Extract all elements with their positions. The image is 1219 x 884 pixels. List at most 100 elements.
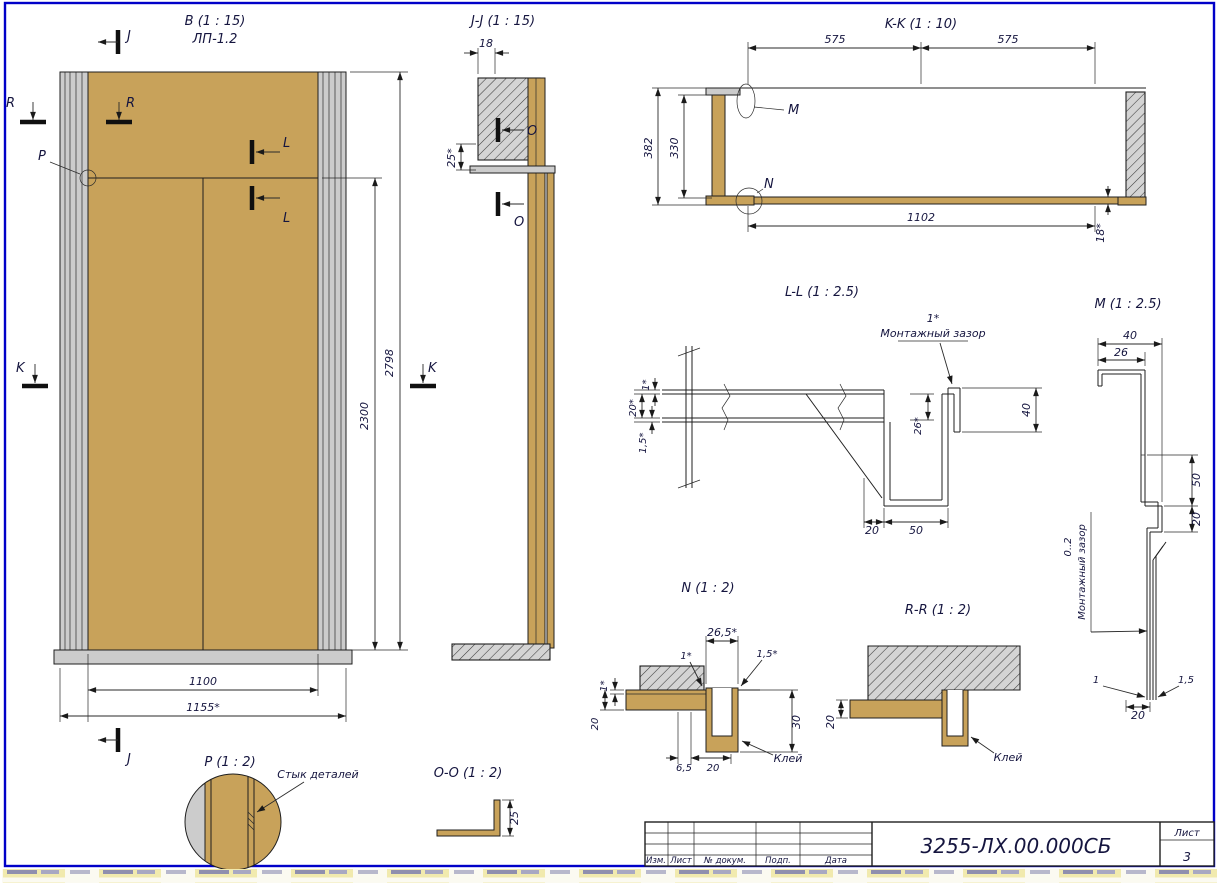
detail-p-title: P (1 : 2) <box>204 755 255 770</box>
dim-label: 1* <box>680 651 691 662</box>
dim-label: 575 <box>825 33 846 46</box>
section-marker-k: K <box>428 361 438 376</box>
section-marker-k: K <box>16 361 26 376</box>
dim-label: 1,5 <box>1178 675 1194 686</box>
section-rr: R-R (1 : 2) 20 Клей <box>824 603 1022 764</box>
dim-label: 1 <box>1093 675 1099 686</box>
leaf-plan-section <box>753 196 1121 205</box>
dim-label: 20 <box>707 763 720 774</box>
dim-label: 2798 <box>383 349 396 377</box>
sill-section <box>451 643 551 661</box>
wall-section <box>1125 91 1146 203</box>
dim-label: 26,5* <box>707 626 737 639</box>
angle-profile <box>436 799 501 837</box>
sheet-number: 3 <box>1183 849 1191 864</box>
dim-label: 18 <box>479 37 493 50</box>
column-doc: № докум. <box>703 856 746 866</box>
view-b-subtitle: ЛП-1.2 <box>192 32 238 47</box>
gap-label: Монтажный зазор <box>1077 524 1088 620</box>
dim-label: 26 <box>1114 346 1128 359</box>
detail-n-callout <box>735 187 763 215</box>
view-b-door-panel: B (1 : 15) ЛП-1.2 <box>53 14 353 665</box>
dim-label: 40 <box>1123 329 1137 342</box>
section-marker-j: J <box>124 752 131 767</box>
glue-note: Клей <box>994 751 1023 764</box>
drawing-frame-border <box>3 1 1216 868</box>
wall-block-section <box>639 665 705 691</box>
door-jamb-right <box>317 71 347 651</box>
dim-label: 25* <box>445 148 458 168</box>
dim-label: 20 <box>1131 709 1145 722</box>
section-jj: J-J (1 : 15) 18 25* O O <box>445 14 556 661</box>
section-marker-l: L <box>283 211 290 226</box>
leaf-section <box>527 77 546 649</box>
dim-label: 25 <box>508 811 521 825</box>
section-marker-l: L <box>283 136 290 151</box>
section-marker-j: J <box>124 29 131 44</box>
dim-label: 1* <box>599 680 610 691</box>
dim-label: 1100 <box>189 675 217 688</box>
detail-marker-m: M <box>788 103 799 118</box>
dim-label: 50 <box>1190 473 1203 487</box>
dim-label: 2300 <box>358 402 371 430</box>
detail-oo: O-O (1 : 2) 25 <box>434 766 521 837</box>
dim-label: 1,5* <box>757 649 778 660</box>
gap-label: Монтажный зазор <box>880 327 985 340</box>
dim-label: 1* <box>641 379 652 390</box>
panel-section <box>625 689 707 711</box>
column-list: Лист <box>669 856 693 866</box>
dim-label: 50 <box>909 524 923 537</box>
view-b-section-markers: J J R R K K L L P <box>6 29 438 767</box>
dim-label: 30 <box>790 715 803 729</box>
dim-label: 1,5* <box>638 433 649 454</box>
section-marker-r: R <box>126 96 135 111</box>
dim-label: 20 <box>590 718 601 731</box>
detail-p-circle <box>79 169 97 187</box>
detail-oo-title: O-O (1 : 2) <box>434 766 503 781</box>
section-marker-r: R <box>6 96 15 111</box>
detail-m: M (1 : 2.5) 40 26 50 20 <box>1063 297 1203 722</box>
joint-note: Стык деталей <box>277 768 358 781</box>
detail-marker-p: P <box>38 149 46 164</box>
section-rr-title: R-R (1 : 2) <box>905 603 971 618</box>
door-jamb-left <box>59 71 89 651</box>
dim-label: 6,5 <box>676 763 692 774</box>
column-date: Дата <box>824 856 847 866</box>
dim-label: 40 <box>1020 403 1033 417</box>
dim-label: 382 <box>642 138 655 159</box>
dim-label: 20 <box>824 715 837 729</box>
section-kk-title: K-K (1 : 10) <box>885 17 957 32</box>
detail-p: P (1 : 2) Стык деталей <box>184 755 359 871</box>
section-marker-o: O <box>527 124 537 139</box>
detail-m-callout <box>736 83 756 119</box>
section-ll-title: L-L (1 : 2.5) <box>785 285 859 300</box>
gap-value: 0..2 <box>1063 537 1074 556</box>
dim-label: 18* <box>1094 223 1107 243</box>
title-block: 3255-ЛХ.00.000СБ Лист 3 Изм. Лист № доку… <box>644 821 1215 867</box>
column-sign: Подп. <box>765 856 791 866</box>
view-b-title: B (1 : 15) <box>185 14 246 29</box>
view-b-dimensions: 2300 2798 1100 1155* <box>59 71 408 722</box>
door-sill <box>53 649 353 665</box>
dim-label: 575 <box>998 33 1019 46</box>
detail-marker-n: N <box>764 177 774 192</box>
dim-label: 330 <box>668 138 681 159</box>
document-number: 3255-ЛХ.00.000СБ <box>921 834 1112 858</box>
section-jj-title: J-J (1 : 15) <box>468 14 535 29</box>
panel-section <box>849 699 943 719</box>
dim-label: 20* <box>628 399 639 417</box>
glue-note: Клей <box>774 752 803 765</box>
dim-label: 26* <box>913 417 924 435</box>
jamb-plate-section <box>711 94 726 199</box>
dim-label: 20 <box>865 524 879 537</box>
column-izm: Изм. <box>646 856 666 866</box>
status-strip <box>2 869 1217 883</box>
dim-label: 1102 <box>907 211 935 224</box>
detail-n-title: N (1 : 2) <box>681 581 734 596</box>
gap-value: 1* <box>927 312 940 325</box>
detail-n: N (1 : 2) 26,5* 1* 1,5* 1* 20 30 <box>590 581 803 774</box>
dim-label: 1155* <box>186 701 220 714</box>
section-kk: K-K (1 : 10) M N 575 575 382 330 1102 <box>642 17 1147 243</box>
